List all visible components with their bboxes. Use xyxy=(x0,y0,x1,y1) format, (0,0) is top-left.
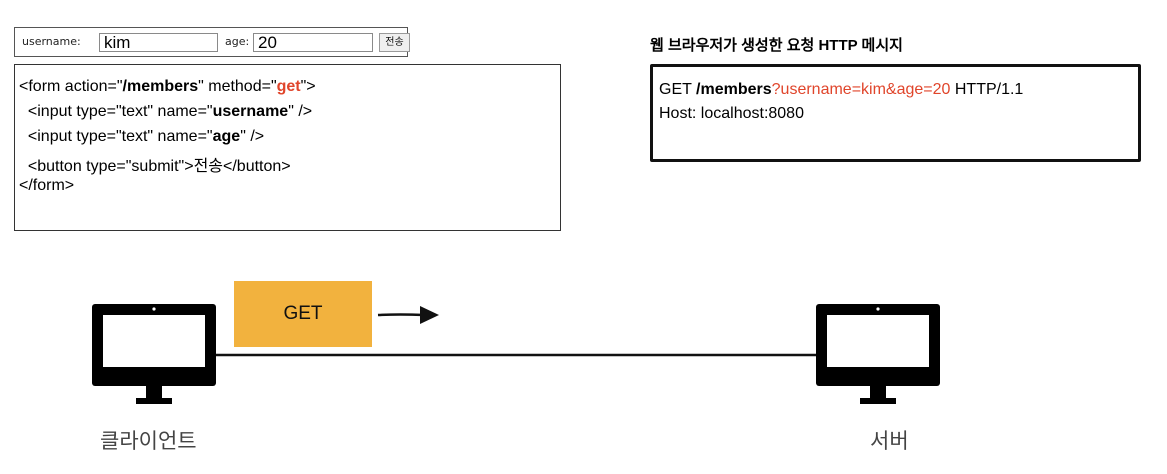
rendered-form: username: kim age: 20 전송 xyxy=(14,27,410,57)
code-action-value: /members xyxy=(122,78,199,95)
code-text: " /> xyxy=(288,103,313,120)
code-name-value: age xyxy=(212,128,241,145)
http-message-title: 웹 브라우저가 생성한 요청 HTTP 메시지 xyxy=(650,37,903,54)
code-text: <input type="text" name=" xyxy=(19,103,213,120)
http-request-line: GET /members?username=kim&age=20 HTTP/1.… xyxy=(659,81,1023,99)
http-message-box: GET /members?username=kim&age=20 HTTP/1.… xyxy=(650,64,1141,162)
code-text: "> xyxy=(300,78,316,95)
age-input[interactable]: 20 xyxy=(253,33,373,52)
code-text: <form action=" xyxy=(19,78,123,95)
client-computer-icon xyxy=(92,304,216,404)
code-text: " /> xyxy=(240,128,265,145)
code-name-value: username xyxy=(212,103,289,120)
code-line-input-username: <input type="text" name="username" /> xyxy=(19,103,312,121)
age-label: age: xyxy=(225,35,250,48)
connection-line xyxy=(213,353,821,357)
http-version: HTTP/1.1 xyxy=(950,81,1024,98)
http-host-line: Host: localhost:8080 xyxy=(659,105,804,122)
username-input[interactable]: kim xyxy=(99,33,218,52)
server-computer-icon xyxy=(816,304,940,404)
code-line-input-age: <input type="text" name="age" /> xyxy=(19,128,264,146)
code-line-button: <button type="submit">전송</button> xyxy=(19,158,291,175)
code-text: " method=" xyxy=(198,78,277,95)
username-label: username: xyxy=(22,35,81,48)
submit-button[interactable]: 전송 xyxy=(379,33,410,52)
get-method-box: GET xyxy=(234,281,372,347)
http-method: GET xyxy=(659,81,697,98)
code-line-form-open: <form action="/members" method="get"> xyxy=(19,78,316,96)
code-method-value: get xyxy=(276,78,301,95)
code-text: <input type="text" name=" xyxy=(19,128,213,145)
http-query-string: ?username=kim&age=20 xyxy=(771,81,951,98)
http-path: /members xyxy=(696,81,772,98)
client-label: 클라이언트 xyxy=(100,429,197,453)
request-arrow-icon xyxy=(377,306,439,324)
html-code-box: <form action="/members" method="get"> <i… xyxy=(14,64,561,231)
code-line-form-close: </form> xyxy=(19,177,75,194)
server-label: 서버 xyxy=(870,429,909,453)
